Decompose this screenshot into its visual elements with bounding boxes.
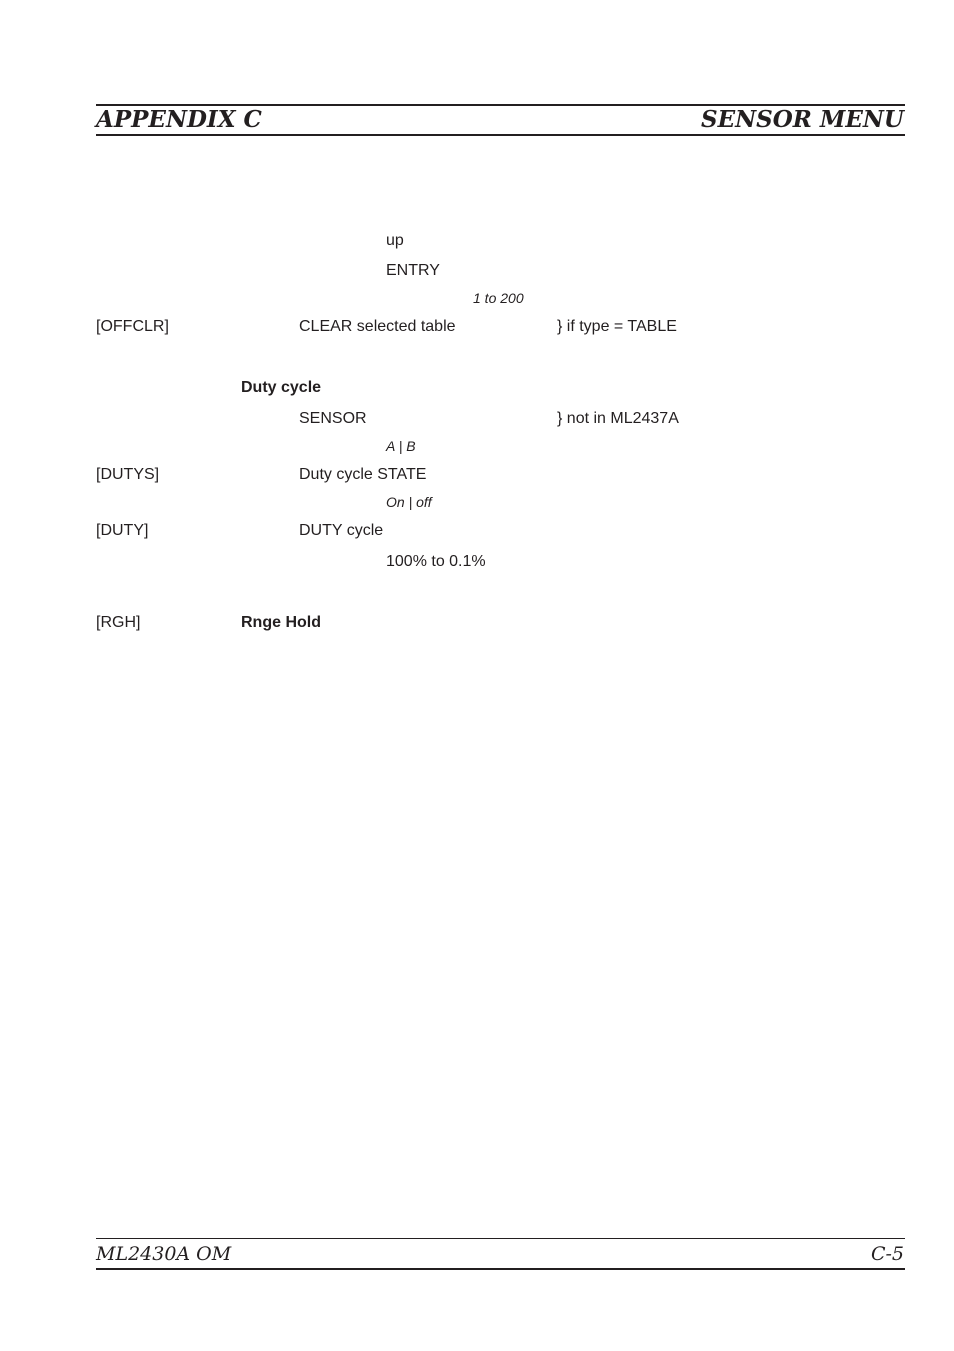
command-offclr: [OFFCLR] [96,318,169,335]
offclr-description: CLEAR selected table [299,318,456,335]
duty-description: DUTY cycle [299,522,384,539]
menu-item-entry: ENTRY [386,262,440,279]
sensor-options: A | B [386,438,416,454]
header-top-rule [96,104,905,106]
dutys-description: Duty cycle STATE [299,466,427,483]
header-right-title: SENSOR MENU [700,106,904,133]
header-bottom-rule [96,134,905,136]
entry-range: 1 to 200 [473,290,524,306]
duty-range: 100% to 0.1% [386,553,486,570]
footer-left-text: ML2430A OM [96,1243,232,1265]
command-rgh: [RGH] [96,614,141,631]
duty-cycle-heading: Duty cycle [241,379,322,396]
rgh-description: Rnge Hold [241,614,321,631]
menu-item-sensor: SENSOR [299,410,367,427]
footer-top-rule [96,1238,905,1239]
footer-page-number: C-5 [870,1243,904,1265]
command-duty: [DUTY] [96,522,149,539]
sensor-note: } not in ML2437A [557,410,679,427]
dutys-options: On | off [386,494,432,510]
offclr-note: } if type = TABLE [557,318,677,335]
footer-bottom-rule [96,1268,905,1270]
menu-item-up: up [386,232,404,249]
header-left-title: APPENDIX C [96,106,262,133]
command-dutys: [DUTYS] [96,466,160,483]
